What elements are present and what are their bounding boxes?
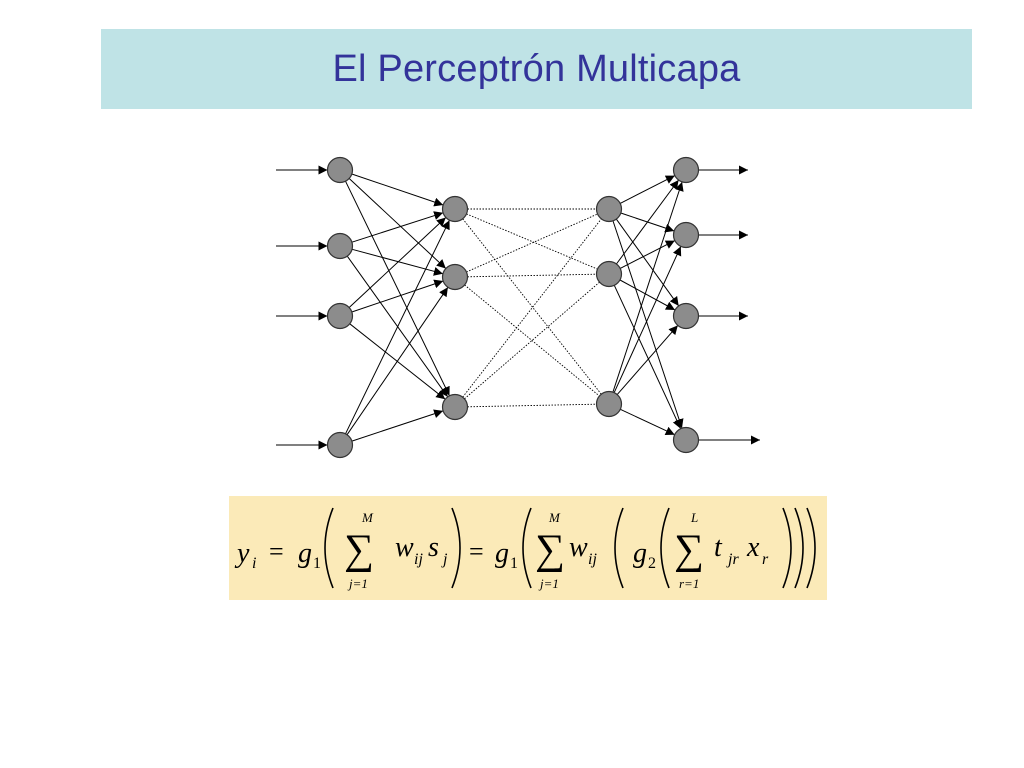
hidden-2-node-1 — [595, 260, 623, 288]
connection-input-1-to-hidden-1-0 — [351, 211, 444, 243]
connection-hidden-2-2-to-output-3 — [620, 408, 675, 436]
connection-hidden-2-1-to-output-1 — [619, 240, 676, 269]
paren-close-1 — [451, 507, 461, 589]
formula-g1b: g — [495, 538, 509, 569]
formula-g1: g — [298, 538, 312, 569]
sum1-lower: j=1 — [347, 576, 368, 591]
hidden-2-node-0 — [595, 195, 623, 223]
output-node-2 — [672, 302, 700, 330]
hidden-1-node-2 — [441, 393, 469, 421]
paren-open-1 — [324, 507, 334, 589]
input-node-3 — [326, 431, 354, 459]
paren-close-4 — [782, 507, 792, 589]
sum2-lower: j=1 — [538, 576, 559, 591]
connection-hidden-1-1-to-hidden-2-1 — [467, 273, 597, 278]
connection-input-3-to-hidden-1-1 — [346, 287, 449, 435]
formula-s: s — [428, 532, 439, 563]
connection-hidden-2-1-to-output-0 — [615, 179, 680, 265]
title-bar: El Perceptrón Multicapa — [101, 29, 972, 109]
connection-hidden-1-1-to-hidden-2-0 — [466, 213, 598, 273]
formula-g2: g — [633, 538, 647, 569]
connection-hidden-1-2-to-hidden-2-2 — [467, 403, 597, 408]
connection-input-0-to-hidden-1-0 — [351, 173, 444, 207]
connection-input-0-to-hidden-1-2 — [345, 180, 450, 397]
paren-close-3 — [794, 507, 804, 589]
connection-hidden-2-1-to-output-3 — [613, 285, 682, 429]
connection-input-0-to-hidden-1-1 — [348, 178, 447, 269]
hidden-1-node-0 — [441, 195, 469, 223]
connection-input-2-to-hidden-1-0 — [348, 217, 447, 308]
connection-hidden-2-0-to-output-0 — [619, 175, 676, 204]
paren-open-4 — [660, 507, 670, 589]
formula-equals-1: = — [269, 537, 284, 566]
connection-input-1-to-hidden-1-1 — [351, 248, 444, 276]
connection-hidden-1-0-to-hidden-2-1 — [466, 213, 598, 270]
formula-g2-sub: 2 — [648, 555, 656, 572]
formula-w1: w — [395, 532, 414, 563]
sum3-sigma: ∑ — [674, 527, 704, 573]
input-node-1 — [326, 232, 354, 260]
connection-hidden-2-0-to-output-3 — [612, 220, 684, 429]
formula-w2-sub: ij — [588, 551, 597, 568]
formula-w2: w — [569, 532, 588, 563]
connection-hidden-1-1-to-hidden-2-2 — [464, 284, 600, 397]
paren-close-2 — [806, 507, 816, 589]
formula-x-sub: r — [762, 551, 769, 568]
formula-g1b-sub: 1 — [510, 555, 518, 572]
connection-hidden-2-2-to-output-1 — [613, 246, 682, 393]
formula-y: y — [234, 538, 250, 569]
output-node-0 — [672, 156, 700, 184]
mlp-output-formula: y i = g 1 M ∑ j=1 w ij s j = g 1 M ∑ j=1… — [234, 507, 816, 591]
output-node-3 — [672, 426, 700, 454]
formula-equals-2: = — [469, 537, 484, 566]
connection-input-3-to-hidden-1-0 — [345, 219, 450, 435]
formula-box: y i = g 1 M ∑ j=1 w ij s j = g 1 M ∑ j=1… — [229, 496, 827, 600]
sum2-sigma: ∑ — [535, 527, 565, 573]
formula-t-sub: jr — [726, 551, 739, 568]
sum3-lower: r=1 — [679, 576, 699, 591]
sum1-upper: M — [361, 510, 374, 525]
sum3-upper: L — [690, 510, 698, 525]
formula-x: x — [746, 532, 760, 563]
connection-hidden-2-2-to-output-2 — [616, 325, 679, 395]
formula-y-sub: i — [252, 555, 256, 572]
mlp-network-diagram — [276, 156, 760, 459]
slide-title: El Perceptrón Multicapa — [332, 47, 741, 90]
hidden-2-node-2 — [595, 390, 623, 418]
formula-t: t — [714, 532, 723, 563]
connection-hidden-1-0-to-hidden-2-2 — [462, 218, 602, 395]
paren-open-3 — [614, 507, 624, 589]
formula-s-sub: j — [441, 551, 448, 568]
output-node-1 — [672, 221, 700, 249]
connection-input-3-to-hidden-1-2 — [351, 409, 444, 442]
sum1-sigma: ∑ — [344, 527, 374, 573]
connection-hidden-2-0-to-output-2 — [615, 218, 680, 307]
input-node-2 — [326, 302, 354, 330]
connection-hidden-2-1-to-output-2 — [619, 279, 676, 311]
connection-hidden-2-2-to-output-0 — [612, 181, 684, 393]
input-node-0 — [326, 156, 354, 184]
sum2-upper: M — [548, 510, 561, 525]
paren-open-2 — [522, 507, 532, 589]
hidden-1-node-1 — [441, 263, 469, 291]
connection-input-2-to-hidden-1-1 — [351, 279, 444, 313]
formula-w1-sub: ij — [414, 551, 423, 568]
formula-g1-sub: 1 — [313, 555, 321, 572]
